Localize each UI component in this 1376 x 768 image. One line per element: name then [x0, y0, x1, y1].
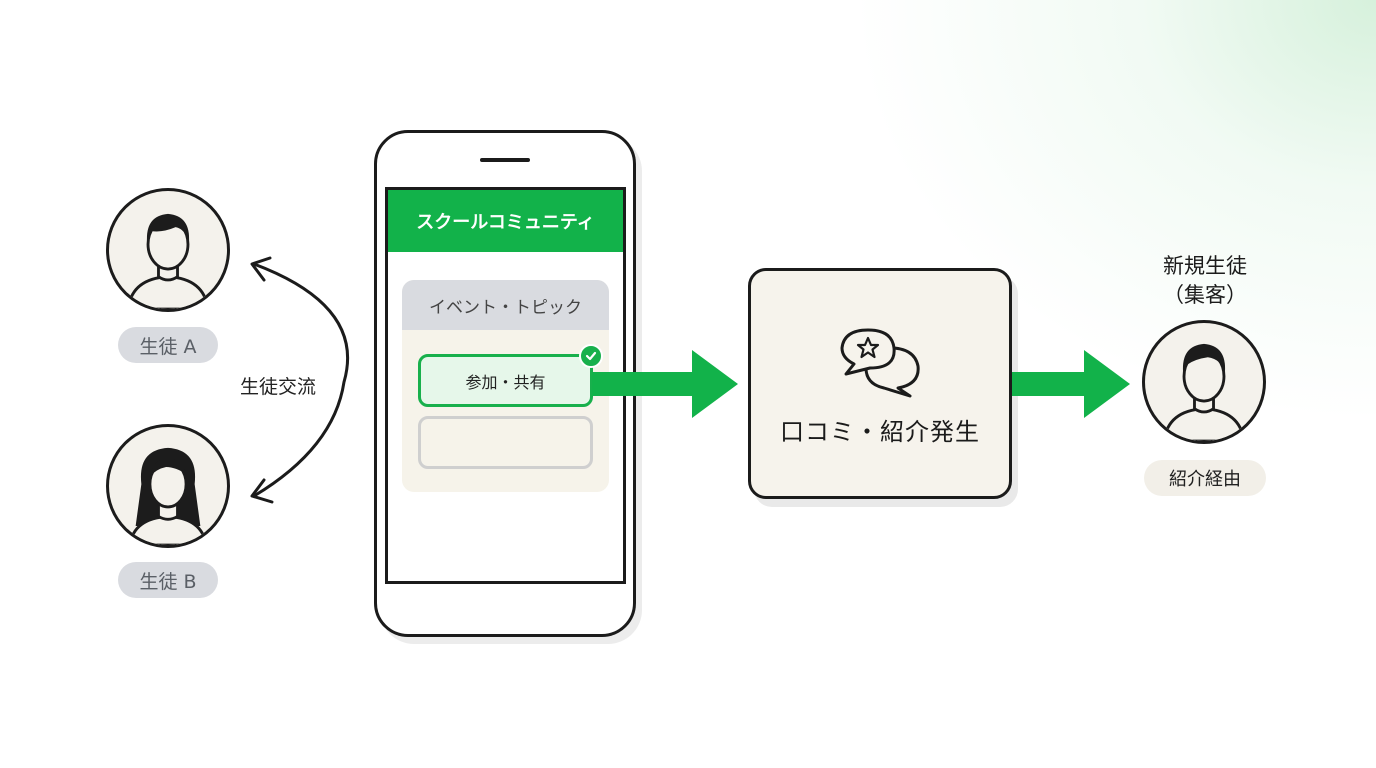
new-student-title: 新規生徒 （集客）	[1163, 254, 1247, 307]
student-b-label: 生徒 B	[118, 562, 218, 598]
join-share-button[interactable]: 参加・共有	[418, 354, 593, 407]
app-title: スクールコミュニティ	[388, 190, 623, 252]
exchange-arc-arrow	[250, 256, 350, 504]
word-of-mouth-label: 口コミ・紹介発生	[780, 418, 980, 446]
empty-option-button[interactable]	[418, 416, 593, 469]
student-a-avatar	[106, 188, 230, 312]
referral-badge: 紹介経由	[1144, 460, 1266, 496]
flow-arrow-2	[1012, 350, 1130, 418]
person-icon	[1162, 343, 1246, 441]
flow-arrow-1	[592, 350, 738, 418]
person-icon	[126, 213, 210, 309]
student-exchange-label: 生徒交流	[240, 376, 317, 398]
chat-star-icon	[840, 328, 920, 398]
student-a-label: 生徒 A	[118, 327, 218, 363]
person-icon	[128, 447, 208, 545]
student-b-avatar	[106, 424, 230, 548]
new-student-avatar	[1142, 320, 1266, 444]
phone-speaker	[480, 158, 530, 162]
event-topic-title: イベント・トピック	[402, 280, 609, 330]
check-icon	[579, 344, 603, 368]
